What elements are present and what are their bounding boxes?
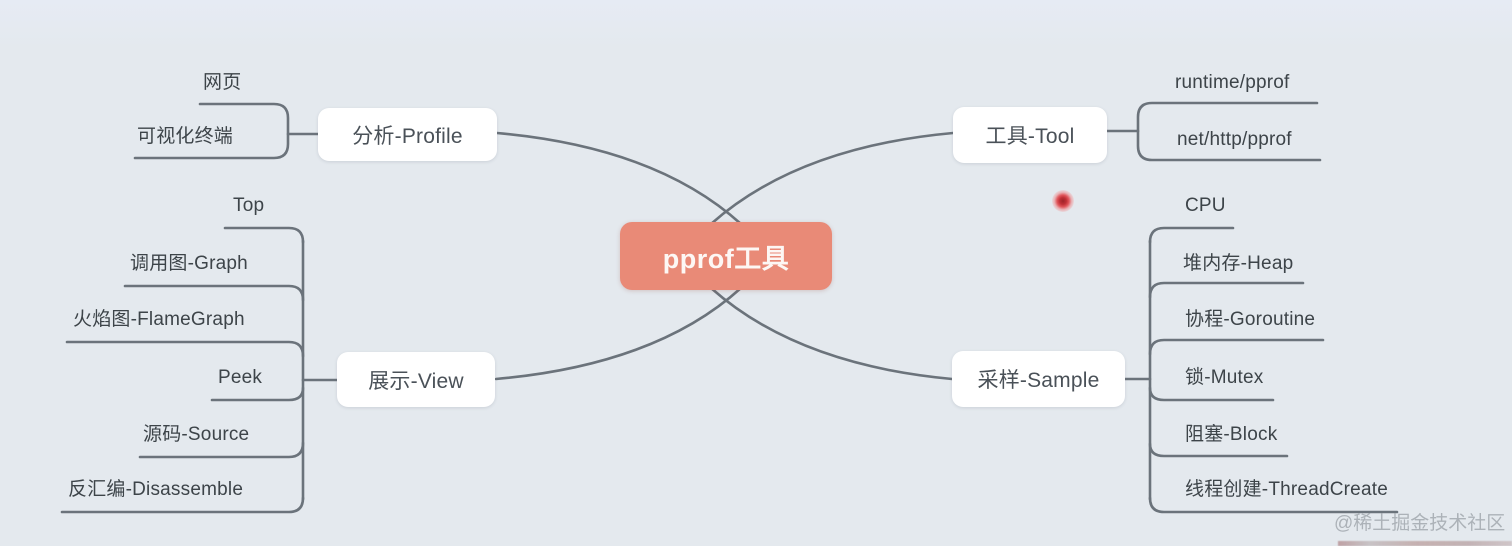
node-flame-graph[interactable]: 火焰图-FlameGraph	[73, 309, 245, 330]
node-call-graph[interactable]: 调用图-Graph	[130, 253, 248, 274]
profile-children-bracket	[133, 102, 290, 160]
tool-children-bracket	[1136, 101, 1322, 162]
node-web-page[interactable]: 网页	[203, 72, 242, 93]
node-block[interactable]: 阻塞-Block	[1185, 424, 1278, 445]
node-cpu[interactable]: CPU	[1185, 195, 1226, 216]
node-thread-create[interactable]: 线程创建-ThreadCreate	[1185, 479, 1388, 500]
topic-box-sample[interactable]: 采样-Sample	[952, 351, 1125, 407]
node-heap[interactable]: 堆内存-Heap	[1183, 253, 1294, 274]
node-top[interactable]: Top	[233, 195, 265, 216]
topic-box-profile[interactable]: 分析-Profile	[318, 108, 497, 161]
central-topic[interactable]: pprof工具	[620, 222, 832, 290]
view-branch-lines	[60, 226, 339, 514]
center-branch-curves	[494, 131, 955, 381]
underline-heap	[1148, 281, 1305, 299]
node-mutex[interactable]: 锁-Mutex	[1185, 367, 1264, 388]
topic-box-tool[interactable]: 工具-Tool	[953, 107, 1107, 163]
underline-threadcreate	[1148, 496, 1399, 514]
underline-flamegraph	[65, 340, 305, 358]
curve-center-to-tool	[709, 131, 955, 226]
underline-goroutine	[1148, 338, 1325, 356]
laser-pointer-dot	[1052, 190, 1074, 212]
underline-peek	[210, 386, 305, 402]
underline-top	[223, 226, 305, 244]
sample-branch-lines	[1123, 226, 1399, 514]
underline-disassemble	[60, 496, 305, 514]
underline-source	[138, 441, 305, 459]
curve-center-to-profile	[495, 131, 743, 226]
underline-cpu	[1148, 226, 1235, 244]
tool-branch-lines	[1105, 101, 1322, 162]
node-visual-terminal[interactable]: 可视化终端	[137, 126, 234, 147]
node-goroutine[interactable]: 协程-Goroutine	[1185, 309, 1316, 330]
underline-block	[1148, 442, 1289, 458]
node-disassemble[interactable]: 反汇编-Disassemble	[68, 479, 244, 500]
underline-mutex	[1148, 386, 1275, 402]
node-source[interactable]: 源码-Source	[143, 424, 250, 445]
node-peek[interactable]: Peek	[218, 367, 263, 388]
watermark: @稀土掘金技术社区	[1334, 513, 1506, 534]
curve-center-to-view	[494, 286, 743, 381]
bottom-edge-artifact	[1338, 541, 1512, 546]
underline-graph	[123, 284, 305, 302]
node-net-http-pprof[interactable]: net/http/pprof	[1177, 129, 1292, 150]
topic-box-view[interactable]: 展示-View	[337, 352, 495, 407]
profile-branch-lines	[133, 102, 320, 160]
curve-center-to-sample	[709, 286, 954, 381]
node-runtime-pprof[interactable]: runtime/pprof	[1175, 72, 1290, 93]
